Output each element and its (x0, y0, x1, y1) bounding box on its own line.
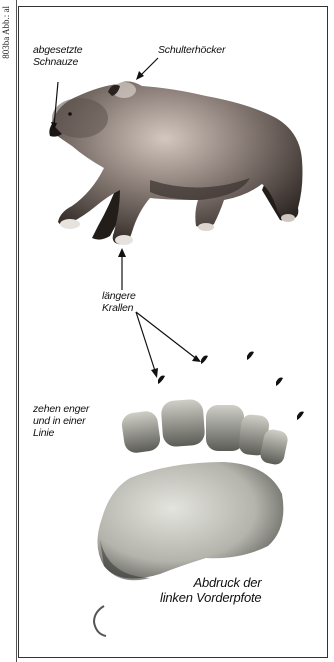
label-toes: zehen enger und in einer Linie (33, 403, 89, 439)
label-footprint: Abdruck der linken Vorderpfote (160, 575, 261, 605)
claw-arrow-left (136, 312, 156, 374)
partial-print-icon (94, 606, 106, 636)
hump-arrow (140, 58, 158, 76)
label-claws: längere Krallen (102, 290, 136, 314)
footprint-icon (97, 399, 289, 581)
label-snout: abgesetzte Schnauze (33, 44, 82, 68)
claw-arrow-right (136, 312, 198, 360)
label-shoulder-hump: Schulterhöcker (158, 44, 225, 56)
bear-icon (49, 81, 302, 245)
